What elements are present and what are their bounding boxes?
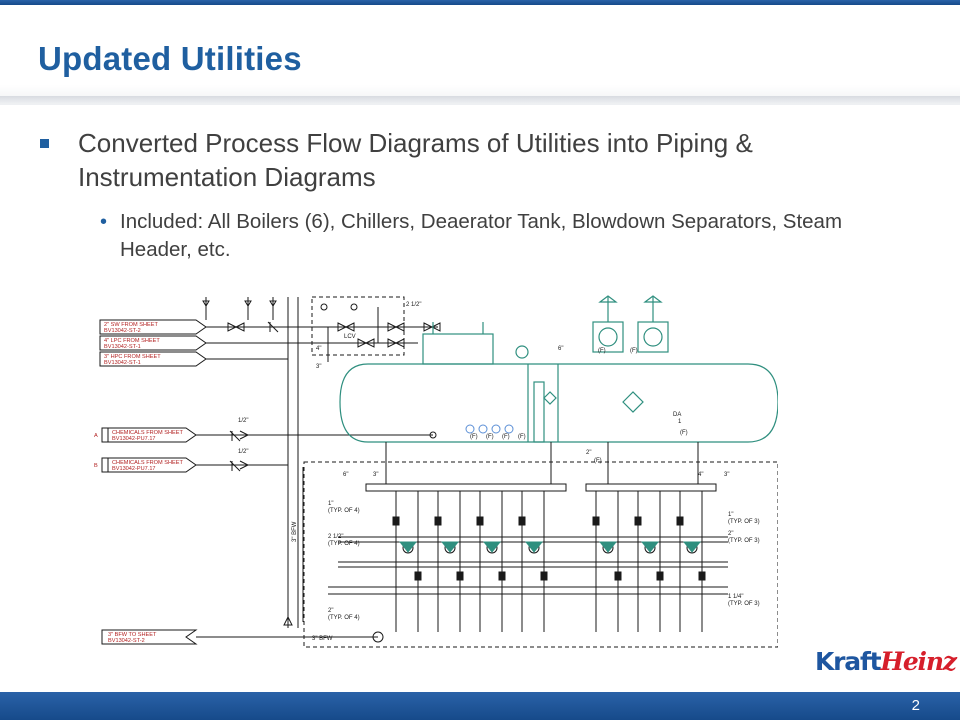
pid-drawing: 2" SW FROM SHEET BV13042-ST-2 4" LPC FRO… xyxy=(94,295,779,648)
off-sheet-connector-bfw xyxy=(101,629,198,645)
anno-da: DA xyxy=(673,412,681,418)
off-sheet-connector-sw xyxy=(99,319,207,335)
label-sw: 2" SW FROM SHEET xyxy=(104,322,158,328)
top-accent-bar xyxy=(0,0,960,5)
page-number: 2 xyxy=(911,697,920,714)
anno-6-skid: 6" xyxy=(343,472,348,478)
title-band xyxy=(0,5,960,105)
anno-typ3-1: 1" xyxy=(728,512,733,518)
anno-typ3-14-note: (TYP. OF 3) xyxy=(728,601,760,607)
anno-f-7: (F) xyxy=(518,434,526,440)
label-hpc-ref: BV13042-ST-1 xyxy=(104,360,141,366)
anno-typ4-1-note: (TYP. OF 4) xyxy=(328,508,360,514)
slide-title: Updated Utilities xyxy=(38,40,302,77)
anno-4-skid: 4" xyxy=(698,472,703,478)
footer-bar: 2 xyxy=(0,692,960,720)
off-sheet-labels: 2" SW FROM SHEET BV13042-ST-2 4" LPC FRO… xyxy=(94,322,183,644)
anno-typ4-2h: 2 1/2" xyxy=(328,534,343,540)
label-chem-a: CHEMICALS FROM SHEET xyxy=(112,430,183,436)
deaerator-vessel xyxy=(339,295,779,443)
bullet-text: Converted Process Flow Diagrams of Utili… xyxy=(78,128,753,192)
off-sheet-connector-hpc xyxy=(99,351,207,367)
off-sheet-connector-chem-b xyxy=(101,457,197,473)
label-chem-a-tag: A xyxy=(94,433,98,439)
anno-f-6: (F) xyxy=(502,434,510,440)
anno-da-num: 1 xyxy=(678,419,682,425)
off-sheet-connector-chem-a xyxy=(101,427,197,443)
anno-lcv: LCV xyxy=(344,334,356,340)
anno-typ3-2: 2" xyxy=(728,531,733,537)
anno-6: 6" xyxy=(558,346,563,352)
label-bfw: 3" BFW TO SHEET xyxy=(108,632,157,638)
label-chem-b-tag: B xyxy=(94,463,98,469)
anno-f-4: (F) xyxy=(470,434,478,440)
anno-typ4-2-note: (TYP. OF 4) xyxy=(328,615,360,621)
anno-3-skid: 3" xyxy=(373,472,378,478)
anno-bfw-vertical: 3" BFW xyxy=(292,521,298,542)
label-hpc: 3" HPC FROM SHEET xyxy=(104,354,161,360)
anno-f-8: (F) xyxy=(594,458,602,464)
label-sw-ref: BV13042-ST-2 xyxy=(104,328,141,334)
pump-train xyxy=(392,491,706,632)
anno-typ3-14: 1 1/4" xyxy=(728,594,743,600)
anno-2-half: 2 1/2" xyxy=(406,302,421,308)
anno-half-inch-b: 1/2" xyxy=(238,449,248,455)
pipe-annotations: 1/2" 1/2" 2 1/2" 4" 3" LCV 6" (F) (F) DA… xyxy=(238,302,760,642)
anno-typ4-1: 1" xyxy=(328,501,333,507)
anno-typ4-2: 2" xyxy=(328,608,333,614)
anno-f-5: (F) xyxy=(486,434,494,440)
pid-diagram: 2" SW FROM SHEET BV13042-ST-2 4" LPC FRO… xyxy=(88,292,779,650)
anno-3: 3" xyxy=(316,364,321,370)
anno-3-skid-b: 3" xyxy=(724,472,729,478)
anno-f-2: (F) xyxy=(630,348,638,354)
label-chem-b: CHEMICALS FROM SHEET xyxy=(112,460,183,466)
label-lpc-ref: BV13042-ST-1 xyxy=(104,344,141,350)
dot-bullet-icon: • xyxy=(100,211,108,233)
title-band-shadow xyxy=(0,96,960,104)
kraft-heinz-logo: KraftHeinz xyxy=(815,647,957,677)
anno-typ3-1-note: (TYP. OF 3) xyxy=(728,519,760,525)
anno-f-3: (F) xyxy=(680,430,688,436)
logo-kraft-text: Kraft xyxy=(815,647,882,676)
anno-2-top: 2" xyxy=(586,450,591,456)
label-lpc: 4" LPC FROM SHEET xyxy=(104,338,160,344)
anno-typ4-2h-note: (TYP. OF 4) xyxy=(328,541,360,547)
anno-half-inch-a: 1/2" xyxy=(238,418,248,424)
sub-bullet-text: Included: All Boilers (6), Chillers, Dea… xyxy=(120,210,843,261)
label-bfw-ref: BV13042-ST-2 xyxy=(108,638,145,644)
logo-heinz-text: Heinz xyxy=(880,647,957,676)
off-sheet-connector-lpc xyxy=(99,335,207,351)
anno-bfw: 3" BFW xyxy=(312,636,333,642)
label-chem-b-ref: BV13042-PU7.17 xyxy=(112,466,156,472)
anno-typ3-2-note: (TYP. OF 3) xyxy=(728,538,760,544)
anno-4: 4" xyxy=(316,346,321,352)
anno-f-1: (F) xyxy=(598,348,606,354)
label-chem-a-ref: BV13042-PU7.17 xyxy=(112,436,156,442)
square-bullet-icon xyxy=(40,139,49,148)
